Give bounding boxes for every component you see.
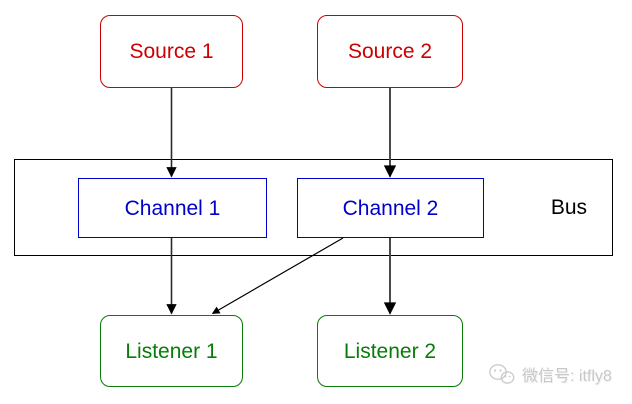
node-source-1-label: Source 1 — [129, 40, 214, 63]
node-listener-1: Listener 1 — [100, 315, 243, 387]
node-source-2: Source 2 — [317, 15, 463, 88]
node-listener-2-label: Listener 2 — [343, 339, 437, 363]
bus-label: Bus — [550, 195, 587, 219]
node-source-1: Source 1 — [100, 15, 243, 88]
node-listener-1-label: Listener 1 — [125, 339, 218, 363]
wechat-icon — [488, 363, 516, 386]
node-channel-2-label: Channel 2 — [342, 196, 439, 220]
node-channel-2: Channel 2 — [297, 178, 484, 238]
watermark-text: 微信号: itfly8 — [522, 368, 612, 385]
node-listener-2: Listener 2 — [317, 315, 463, 387]
node-channel-1: Channel 1 — [78, 178, 267, 238]
watermark: 微信号: itfly8 — [488, 362, 612, 386]
node-channel-1-label: Channel 1 — [124, 196, 221, 220]
node-source-2-label: Source 2 — [347, 40, 433, 63]
